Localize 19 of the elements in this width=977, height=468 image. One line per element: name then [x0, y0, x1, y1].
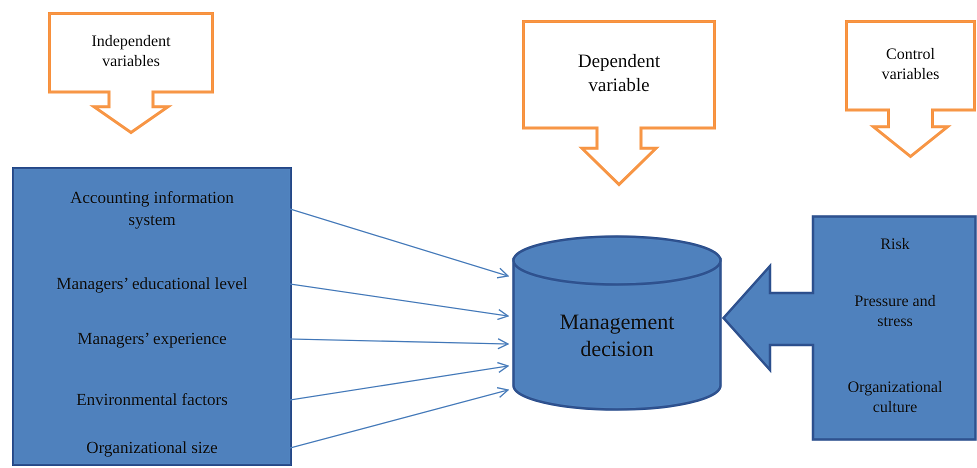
factor-label: Organizational culture [846, 378, 944, 418]
down-arrow-callout [48, 12, 214, 134]
callout-heading: Independent variables [90, 32, 172, 72]
down-arrow-callout [845, 20, 976, 158]
left-arrow-callout [722, 215, 977, 441]
down-arrow-callout [522, 20, 716, 186]
factor-label: Risk [879, 235, 911, 255]
callout-heading: Dependent variable [576, 50, 662, 98]
cylinder [512, 235, 722, 411]
callout-heading: Control variables [880, 45, 940, 85]
factor-label: Managers’ experience [14, 322, 290, 356]
factor-label: Pressure and stress [853, 292, 937, 332]
factor-label: Accounting information system [14, 181, 290, 237]
arrow [290, 338, 509, 350]
node-label: Management decision [558, 308, 676, 363]
factor-label: Environmental factors [14, 383, 290, 417]
factor-label: Organizational size [14, 431, 290, 465]
factor-label: Managers’ educational level [14, 267, 290, 301]
factor-panel [12, 167, 292, 466]
